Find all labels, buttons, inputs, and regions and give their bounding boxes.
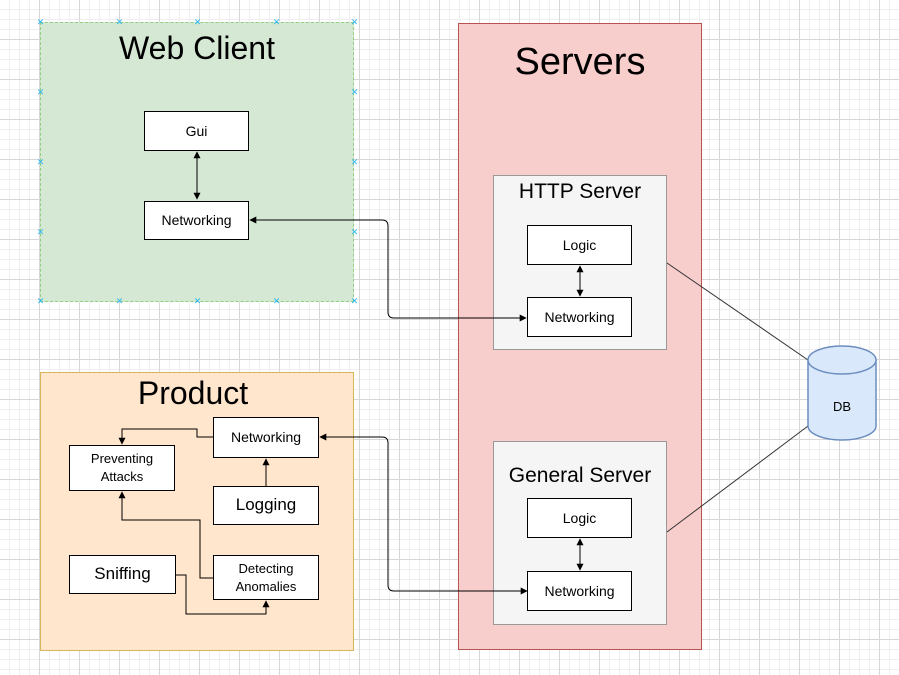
db-cylinder (807, 345, 877, 441)
networking-preventing-link (118, 428, 213, 445)
web-gui-box[interactable]: Gui (144, 111, 249, 151)
resize-handle-top-right[interactable]: ✕ (350, 17, 359, 27)
resize-handle-left-1[interactable]: ✕ (36, 87, 45, 97)
product-general-link (319, 433, 528, 595)
general-logic-box[interactable]: Logic (527, 498, 632, 538)
http-logic-box[interactable]: Logic (527, 225, 632, 265)
db-label: DB (832, 399, 852, 414)
general-server-title: General Server (508, 464, 652, 487)
detecting-preventing-link (118, 491, 213, 579)
resize-handle-bottom-3[interactable]: ✕ (272, 296, 281, 306)
resize-handle-bottom-1[interactable]: ✕ (115, 296, 124, 306)
resize-handle-bottom-2[interactable]: ✕ (193, 296, 202, 306)
sniffing-box[interactable]: Sniffing (69, 555, 176, 594)
servers-title: Servers (514, 41, 646, 83)
preventing-attacks-box[interactable]: Preventing Attacks (69, 445, 175, 491)
resize-handle-bottom-right[interactable]: ✕ (350, 296, 359, 306)
resize-handle-left-3[interactable]: ✕ (36, 227, 45, 237)
general-networking-box[interactable]: Networking (527, 571, 632, 611)
resize-handle-top-3[interactable]: ✕ (272, 17, 281, 27)
resize-handle-bottom-left[interactable]: ✕ (36, 296, 45, 306)
http-networking-box[interactable]: Networking (527, 297, 632, 337)
client-http-link (249, 216, 527, 322)
resize-handle-top-left[interactable]: ✕ (36, 17, 45, 27)
resize-handle-right-1[interactable]: ✕ (350, 87, 359, 97)
resize-handle-right-3[interactable]: ✕ (350, 227, 359, 237)
detecting-anomalies-box[interactable]: Detecting Anomalies (213, 555, 319, 600)
product-networking-box[interactable]: Networking (213, 417, 319, 458)
logging-box[interactable]: Logging (213, 486, 319, 525)
web-networking-box[interactable]: Networking (144, 201, 249, 240)
resize-handle-top-2[interactable]: ✕ (193, 17, 202, 27)
http-db-link (666, 262, 809, 361)
resize-handle-left-2[interactable]: ✕ (36, 157, 45, 167)
resize-handle-right-2[interactable]: ✕ (350, 157, 359, 167)
general-db-link (666, 425, 809, 533)
product-title: Product (137, 375, 249, 411)
sniffing-detecting-link (176, 574, 270, 615)
resize-handle-top-1[interactable]: ✕ (115, 17, 124, 27)
web-client-title: Web Client (119, 30, 275, 66)
http-server-title: HTTP Server (518, 180, 642, 203)
